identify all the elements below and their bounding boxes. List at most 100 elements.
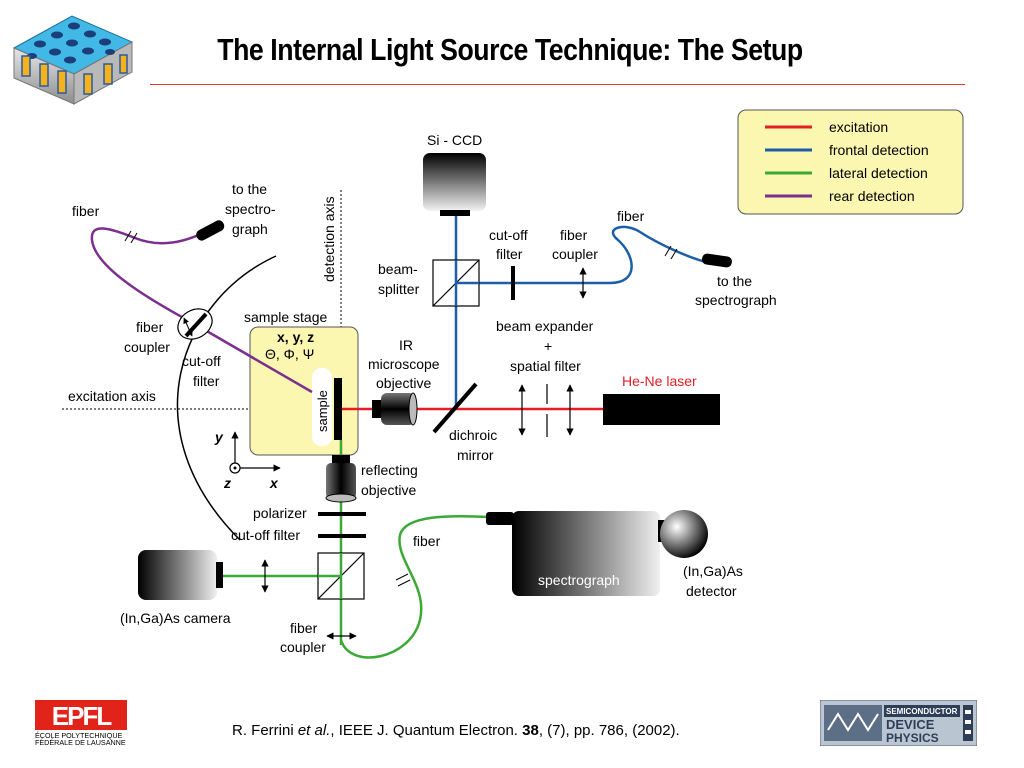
label-splitter: splitter — [378, 281, 420, 297]
dichroic-mirror — [432, 382, 478, 434]
label-cutoff-left-1: cut-off — [182, 353, 221, 369]
label-detection-axis: detection axis — [321, 196, 337, 282]
epfl-logo: EPFL ÉCOLE POLYTECHNIQUE FÉDÉRALE DE LAU… — [35, 700, 127, 747]
label-fiber-coupler-top-2: coupler — [552, 246, 598, 262]
fiber-break-mark-a — [664, 245, 672, 257]
frontal-fiber-connector — [701, 253, 732, 268]
label-fiber-coupler-left-1: fiber — [136, 319, 164, 335]
title-rule — [150, 84, 965, 85]
label-detector-2: detector — [686, 583, 737, 599]
label-spectrograph-right: spectrograph — [695, 292, 777, 308]
epfl-line2: FÉDÉRALE DE LAUSANNE — [35, 738, 126, 746]
label-to-the-right: to the — [717, 273, 752, 289]
label-sample: sample — [315, 390, 330, 432]
sample-plate — [334, 378, 342, 440]
label-axis-x: x — [269, 475, 279, 491]
epfl-line1: ÉCOLE POLYTECHNIQUE — [35, 731, 123, 740]
z-axis-dot — [233, 466, 237, 470]
label-reflecting-2: objective — [361, 482, 416, 498]
label-stage-xyz: x, y, z — [277, 329, 314, 345]
label-dichroic-2: mirror — [457, 447, 494, 463]
he-ne-laser — [603, 394, 720, 425]
sdp-logo-graphic: SEMICONDUCTOR DEVICE PHYSICS — [819, 699, 978, 747]
frontal-fiber — [609, 225, 707, 285]
si-ccd-mount — [440, 210, 470, 216]
label-fiber-bottom: fiber — [413, 533, 441, 549]
rear-path — [197, 324, 313, 394]
citation: R. Ferrini et al., IEEE J. Quantum Elect… — [232, 722, 680, 739]
legend: excitation frontal detection lateral det… — [737, 109, 964, 215]
label-detector-1: (In,Ga)As — [683, 563, 743, 579]
label-axis-y: y — [214, 429, 224, 445]
label-fiber-top-right: fiber — [617, 208, 645, 224]
rear-break-mark-a — [124, 230, 132, 242]
rear-coupler-arrow — [183, 317, 193, 337]
label-stage-angles: Θ, Φ, Ψ — [265, 346, 314, 362]
label-to-the-spectro-3: graph — [232, 221, 268, 237]
label-cutoff-left-2: filter — [193, 373, 220, 389]
ingaas-camera-mount — [216, 562, 223, 588]
label-spectrograph: spectrograph — [538, 572, 620, 588]
photonic-crystal-logo — [12, 15, 134, 105]
ir-objective — [372, 392, 418, 426]
fiber-break-mark-b — [670, 248, 678, 260]
label-fiber-coupler-left-2: coupler — [124, 339, 170, 355]
label-si-ccd: Si - CCD — [427, 132, 482, 148]
label-cutoff-top-2: filter — [496, 246, 523, 262]
label-he-ne-laser: He-Ne laser — [622, 373, 697, 389]
citation-volume: 38 — [522, 722, 539, 739]
label-cutoff-top-1: cut-off — [489, 227, 528, 243]
label-fiber-left: fiber — [72, 203, 100, 219]
label-sample-stage: sample stage — [244, 309, 327, 325]
legend-label-lateral: lateral detection — [829, 165, 928, 181]
label-excitation-axis: excitation axis — [68, 388, 156, 404]
label-fiber-coupler-bottom-1: fiber — [290, 620, 318, 636]
citation-rest: , (7), pp. 786, (2002). — [538, 722, 680, 739]
sample-holder — [312, 368, 332, 446]
legend-label-excitation: excitation — [829, 119, 888, 135]
sdp-line2: DEVICE — [886, 717, 935, 732]
sdp-line1: SEMICONDUCTOR — [886, 707, 958, 716]
label-dichroic-1: dichroic — [449, 427, 497, 443]
label-ir-2: microscope — [368, 356, 440, 372]
rear-break-mark-b — [130, 232, 138, 244]
label-beam-expander: beam expander — [496, 318, 594, 334]
slide-title: The Internal Light Source Technique: The… — [217, 32, 803, 67]
rotation-arc — [176, 255, 277, 541]
legend-label-frontal: frontal detection — [829, 142, 929, 158]
rear-fiber-connector — [196, 220, 225, 241]
ingaas-camera — [138, 550, 217, 600]
semiconductor-device-physics-logo: SEMICONDUCTOR DEVICE PHYSICS — [819, 699, 978, 747]
reflecting-objective — [325, 455, 357, 503]
lateral-break-mark-a — [395, 573, 409, 581]
spectrograph-input — [486, 512, 514, 525]
lateral-fiber — [339, 514, 491, 659]
label-beam: beam- — [378, 261, 418, 277]
label-ir-1: IR — [399, 337, 413, 353]
label-spatial-filter: spatial filter — [510, 358, 581, 374]
si-ccd-camera — [423, 153, 486, 211]
epfl-mark: EPFL — [52, 701, 113, 731]
rear-fiber — [90, 227, 206, 328]
epfl-logo-graphic: EPFL ÉCOLE POLYTECHNIQUE FÉDÉRALE DE LAU… — [35, 700, 127, 747]
label-camera: (In,Ga)As camera — [120, 610, 231, 626]
label-to-the-spectro-1: to the — [232, 181, 267, 197]
citation-authors: R. Ferrini — [232, 722, 298, 739]
label-cutoff-filter: cut-off filter — [231, 527, 300, 543]
label-polarizer: polarizer — [253, 505, 307, 521]
label-fiber-coupler-top-1: fiber — [560, 227, 588, 243]
label-axis-z: z — [223, 475, 231, 491]
spectrograph-body — [512, 511, 660, 596]
label-fiber-coupler-bottom-2: coupler — [280, 639, 326, 655]
legend-label-rear: rear detection — [829, 188, 915, 204]
label-to-the-spectro-2: spectro- — [225, 201, 276, 217]
lateral-break-mark-b — [397, 579, 411, 587]
citation-etal: et al. — [297, 722, 331, 739]
label-plus: + — [544, 338, 552, 354]
sdp-line3: PHYSICS — [886, 731, 939, 745]
label-reflecting-1: reflecting — [361, 462, 418, 478]
citation-journal: , IEEE J. Quantum Electron. — [330, 722, 523, 739]
ingaas-detector — [660, 510, 708, 558]
